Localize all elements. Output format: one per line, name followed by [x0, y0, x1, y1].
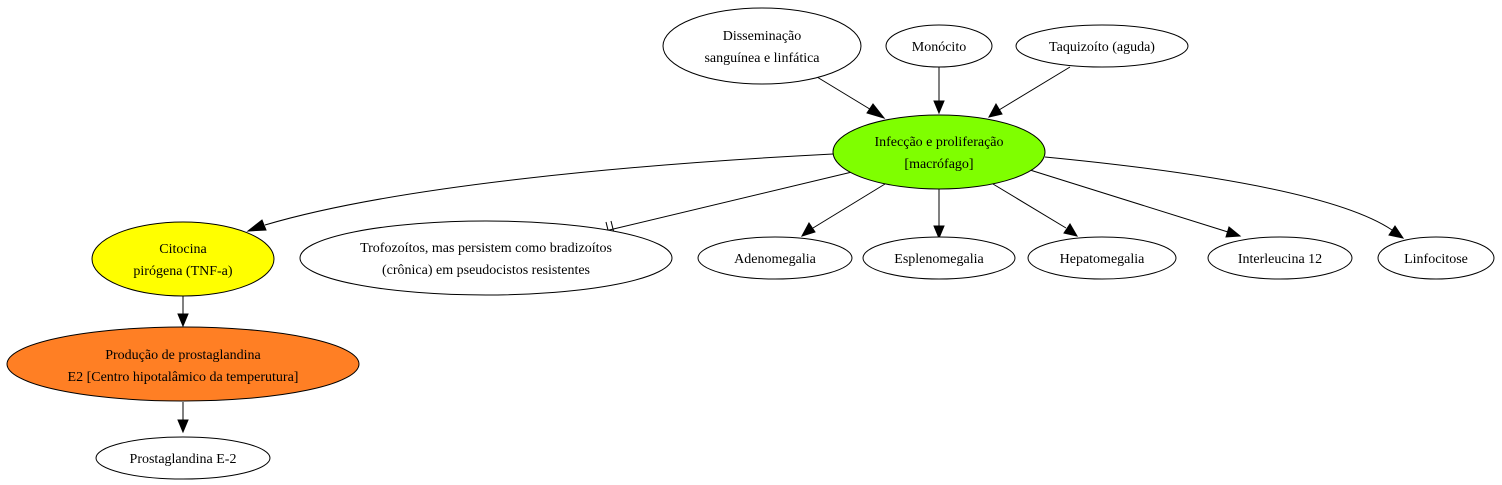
node-trophozoites-label-1: Trofozoítos, mas persistem como bradizoí…: [360, 241, 612, 256]
edge-infection-to-cytokine: [264, 153, 834, 226]
node-lymphocytosis: Linfocitose: [1377, 236, 1495, 280]
node-monocyte-label: Monócito: [912, 40, 966, 55]
node-prostaglandin-production: Produção de prostaglandina E2 [Centro hi…: [6, 326, 360, 402]
node-cytokine-label-1: Citocina: [159, 242, 207, 257]
node-interleukin-label: Interleucina 12: [1238, 252, 1322, 267]
node-cytokine-label-2: pirógena (TNF-a): [133, 264, 232, 279]
edge-infection-to-adenomegaly: [812, 183, 886, 229]
node-splenomegaly-shape: [862, 236, 1016, 280]
edge-tachyzoite-to-infection: [998, 66, 1071, 111]
arrowhead-infection-interleukin: [1225, 226, 1242, 238]
edge-infection-to-hepatomegaly: [992, 183, 1067, 229]
node-interleukin: Interleucina 12: [1207, 236, 1353, 280]
arrowhead-tachyzoite-infection: [988, 102, 1003, 118]
arrowhead-infection-adenomegaly: [800, 222, 816, 237]
node-infection-label-1: Infecção e proliferação: [874, 135, 1003, 150]
node-dissemination-label-1: Disseminação: [723, 29, 802, 44]
arrowhead-production-prostaglandin: [177, 419, 189, 434]
arrowhead-cytokine-production: [177, 313, 189, 328]
edge-dissemination-to-infection: [816, 76, 874, 112]
node-infection-shape: [832, 114, 1046, 190]
node-adenomegaly: Adenomegalia: [697, 236, 853, 280]
node-hepatomegaly-label: Hepatomegalia: [1060, 252, 1146, 267]
node-infection: Infecção e proliferação [macrófago]: [832, 114, 1046, 190]
node-prostaglandin-production-label-2: E2 [Centro hipotalâmico da temperutura]: [68, 370, 299, 385]
node-tachyzoite-shape: [1015, 24, 1189, 68]
node-tachyzoite-label: Taquizoíto (aguda): [1049, 40, 1155, 55]
edges: [177, 66, 1405, 434]
node-trophozoites-shape: [299, 220, 673, 296]
node-tachyzoite: Taquizoíto (aguda): [1015, 24, 1189, 68]
node-dissemination-shape: [662, 7, 862, 85]
node-prostaglandin-production-label-1: Produção de prostaglandina: [105, 348, 261, 363]
arrowhead-dissemination-infection: [866, 103, 886, 119]
edge-infection-to-lymphocytosis: [1044, 156, 1393, 231]
node-hepatomegaly-shape: [1027, 236, 1177, 280]
node-splenomegaly: Esplenomegalia: [862, 236, 1016, 280]
node-dissemination: Disseminação sanguínea e linfática: [662, 7, 862, 85]
edge-infection-to-interleukin: [1029, 169, 1229, 233]
edge-infection-to-trophozoites: [604, 171, 853, 232]
node-trophozoites: Trofozoítos, mas persistem como bradizoí…: [299, 220, 673, 296]
node-adenomegaly-shape: [697, 236, 853, 280]
arrowhead-monocyte-infection: [933, 100, 945, 115]
node-infection-label-2: [macrófago]: [904, 157, 973, 172]
node-dissemination-label-2: sanguínea e linfática: [704, 51, 820, 66]
node-splenomegaly-label: Esplenomegalia: [894, 252, 984, 267]
node-prostaglandin: Prostaglandina E-2: [95, 436, 271, 480]
arrowhead-infection-hepatomegaly: [1063, 223, 1079, 237]
node-adenomegaly-label: Adenomegalia: [734, 252, 816, 267]
arrowhead-infection-splenomegaly: [933, 225, 945, 240]
node-monocyte-shape: [885, 24, 993, 68]
node-cytokine: Citocina pirógena (TNF-a): [91, 221, 275, 297]
node-lymphocytosis-shape: [1377, 236, 1495, 280]
node-hepatomegaly: Hepatomegalia: [1027, 236, 1177, 280]
node-prostaglandin-label: Prostaglandina E-2: [130, 452, 237, 467]
node-interleukin-shape: [1207, 236, 1353, 280]
node-prostaglandin-production-shape: [6, 326, 360, 402]
node-lymphocytosis-label: Linfocitose: [1404, 252, 1468, 267]
arrowhead-infection-cytokine: [246, 219, 267, 232]
node-monocyte: Monócito: [885, 24, 993, 68]
node-cytokine-shape: [91, 221, 275, 297]
node-trophozoites-label-2: (crônica) em pseudocistos resistentes: [382, 263, 590, 278]
arrowhead-infection-lymphocytosis: [1388, 225, 1405, 239]
node-prostaglandin-shape: [95, 436, 271, 480]
